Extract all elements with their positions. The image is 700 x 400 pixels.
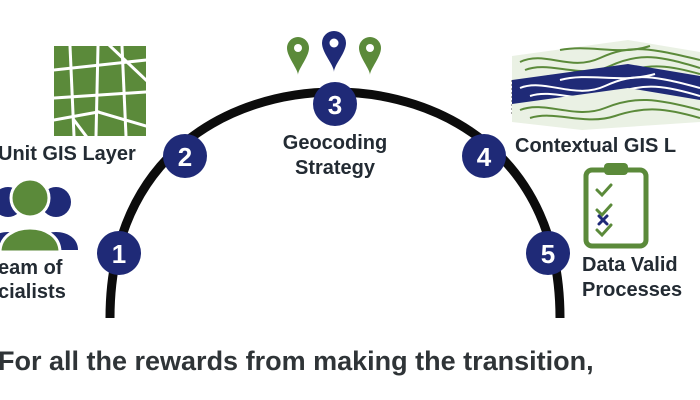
map-pins-icon xyxy=(287,31,381,75)
bottom-statement: For all the rewards from making the tran… xyxy=(0,346,594,376)
step-2-label: Unit GIS Layer xyxy=(0,143,136,165)
layered-map-icon xyxy=(511,40,700,130)
step-number-2: 2 xyxy=(178,142,192,172)
x-mark-icon xyxy=(597,214,609,226)
map-pin-green-right-icon xyxy=(359,37,381,75)
step-5-label-line-2: Processes xyxy=(582,279,682,301)
step-marker-2: 2 xyxy=(163,134,207,178)
map-pin-navy-center-icon xyxy=(322,31,346,72)
step-number-3: 3 xyxy=(328,90,342,120)
step-5-label-line-1: Data Valid xyxy=(582,254,678,276)
step-1-label-line-2: cialists xyxy=(0,281,66,303)
step-number-1: 1 xyxy=(112,239,126,269)
step-1-label-line-1: eam of xyxy=(0,257,63,279)
team-icon xyxy=(0,177,78,254)
clipboard-checklist-icon xyxy=(583,163,649,249)
step-marker-1: 1 xyxy=(97,231,141,275)
step-3-label-line-1: Geocoding xyxy=(283,132,387,154)
step-marker-5: 5 xyxy=(526,231,570,275)
check-mark-icon xyxy=(595,183,613,238)
step-number-4: 4 xyxy=(477,142,492,172)
step-4-label: Contextual GIS L xyxy=(515,135,676,157)
person-green-center-icon xyxy=(0,177,62,254)
step-3-label-line-2: Strategy xyxy=(295,157,376,179)
step-marker-3: 3 xyxy=(313,82,357,126)
map-pin-green-left-icon xyxy=(287,37,309,75)
street-map-icon xyxy=(52,43,149,139)
step-marker-4: 4 xyxy=(462,134,506,178)
step-number-5: 5 xyxy=(541,239,555,269)
